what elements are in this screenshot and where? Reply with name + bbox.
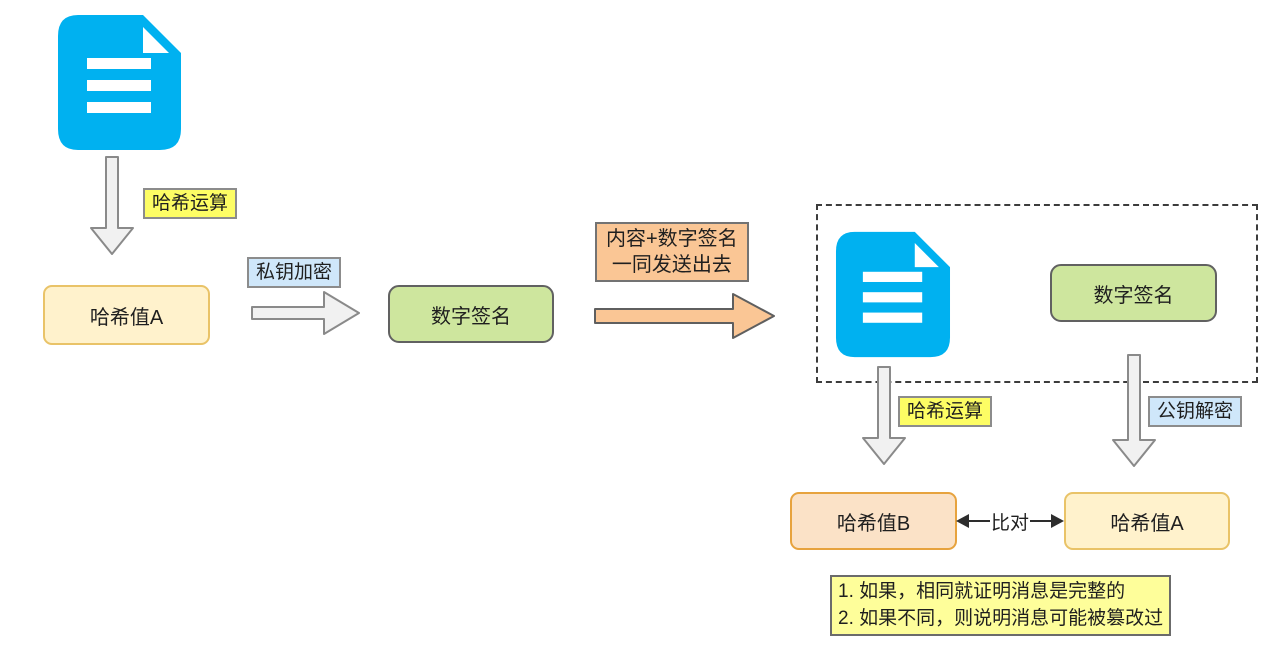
arrow-left-icon <box>956 514 969 528</box>
hash-down-arrow-icon <box>90 156 134 255</box>
note-line1: 1. 如果，相同就证明消息是完整的 <box>838 581 1126 602</box>
compare-connector: 比对 <box>956 506 1065 536</box>
hash-value-a-box: 哈希值A <box>43 285 210 345</box>
public-key-decrypt-label: 公钥解密 <box>1148 396 1243 427</box>
connector-line <box>1030 520 1052 522</box>
decrypt-down-arrow-icon <box>1112 354 1156 467</box>
compare-label: 比对 <box>991 512 1030 534</box>
digital-signature-box: 数字签名 <box>388 285 554 343</box>
private-key-encrypt-label: 私钥加密 <box>247 257 342 288</box>
send-together-line1: 内容+数字签名 <box>606 228 738 250</box>
hash-operation-label: 哈希运算 <box>898 396 993 427</box>
arrow-right-icon <box>1051 514 1065 528</box>
hash-value-b-box: 哈希值B <box>790 492 957 550</box>
digital-signature-box: 数字签名 <box>1050 264 1217 322</box>
document-icon <box>835 231 951 358</box>
document-icon <box>58 15 181 150</box>
send-together-label: 内容+数字签名 一同发送出去 <box>595 222 749 282</box>
send-together-line2: 一同发送出去 <box>611 254 732 276</box>
hash-value-a-box: 哈希值A <box>1064 492 1230 550</box>
hash-operation-label: 哈希运算 <box>143 188 238 219</box>
hash-down-arrow-icon <box>862 366 906 465</box>
connector-line <box>969 520 990 522</box>
comparison-result-note: 1. 如果，相同就证明消息是完整的 2. 如果不同，则说明消息可能被篡改过 <box>830 575 1172 636</box>
encrypt-right-arrow-icon <box>251 291 360 335</box>
note-line2: 2. 如果不同，则说明消息可能被篡改过 <box>838 608 1164 629</box>
send-right-arrow-icon <box>594 293 775 339</box>
received-message-group-box <box>816 204 1258 383</box>
